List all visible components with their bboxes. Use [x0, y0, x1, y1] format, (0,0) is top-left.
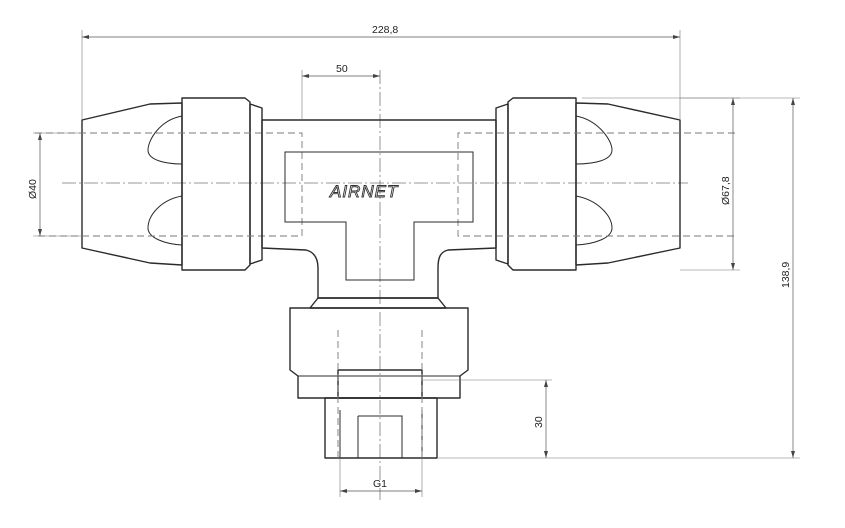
left-socket-cone [81, 102, 183, 266]
body-diameter-label: Ø67,8 [720, 176, 732, 205]
right-socket-collar [507, 97, 577, 271]
total-height-label: 138,9 [780, 262, 792, 288]
logo-plate [284, 151, 474, 281]
thread-size-label: G1 [373, 478, 387, 490]
center-offset-label: 50 [336, 63, 348, 75]
right-pipe-bore-hidden [457, 132, 735, 237]
dimension-thread-length: 30 [422, 379, 552, 458]
dimension-body-diameter: Ø67,8 [680, 97, 740, 271]
tee-body: AIRNET [261, 119, 497, 299]
left-compression-nut [35, 97, 303, 271]
branch-nut [289, 307, 469, 399]
left-pipe-bore-hidden [35, 132, 303, 237]
right-grip-lobe-upper [575, 115, 613, 165]
right-socket-ring [495, 103, 509, 265]
left-socket-ring [249, 103, 263, 265]
pipe-diameter-label: Ø40 [27, 179, 39, 199]
tee-body-outline [261, 119, 497, 299]
right-socket-cone [575, 102, 681, 266]
dimension-overall-length: 228,8 [81, 24, 681, 120]
dimension-pipe-diameter: Ø40 [27, 132, 82, 237]
threaded-end [324, 397, 438, 459]
branch-fitting [289, 297, 469, 459]
overall-length-label: 228,8 [372, 24, 398, 36]
right-compression-nut [457, 97, 735, 271]
dimension-thread-size: G1 [339, 458, 423, 497]
branch-neck [309, 297, 447, 309]
branch-bore-hidden [337, 330, 423, 458]
left-socket-collar [181, 97, 251, 271]
left-grip-lobe-lower [147, 195, 183, 246]
thread-length-label: 30 [533, 416, 545, 428]
left-grip-lobe-upper [147, 115, 183, 165]
dimension-total-height: 138,9 [437, 97, 800, 459]
center-lines [62, 70, 688, 500]
right-grip-lobe-lower [575, 195, 613, 246]
dimension-center-offset: 50 [301, 63, 380, 120]
brand-logo: AIRNET [329, 182, 399, 201]
thread-bore [357, 415, 403, 458]
